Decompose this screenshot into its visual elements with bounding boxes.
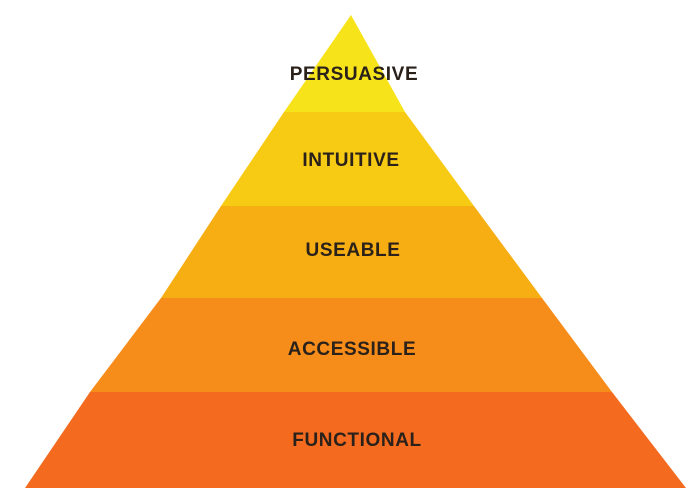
tier-functional-band	[25, 392, 686, 488]
tier-useable-band	[161, 206, 542, 298]
tier-intuitive-band	[221, 112, 474, 206]
tier-functional-label: FUNCTIONAL	[292, 430, 421, 451]
tier-intuitive-label: INTUITIVE	[302, 150, 399, 171]
tier-accessible-label: ACCESSIBLE	[288, 339, 416, 360]
tier-persuasive-band	[284, 15, 405, 112]
tier-persuasive-label: PERSUASIVE	[290, 64, 418, 85]
tier-accessible-band	[90, 298, 612, 392]
tier-useable-label: USEABLE	[306, 240, 401, 261]
